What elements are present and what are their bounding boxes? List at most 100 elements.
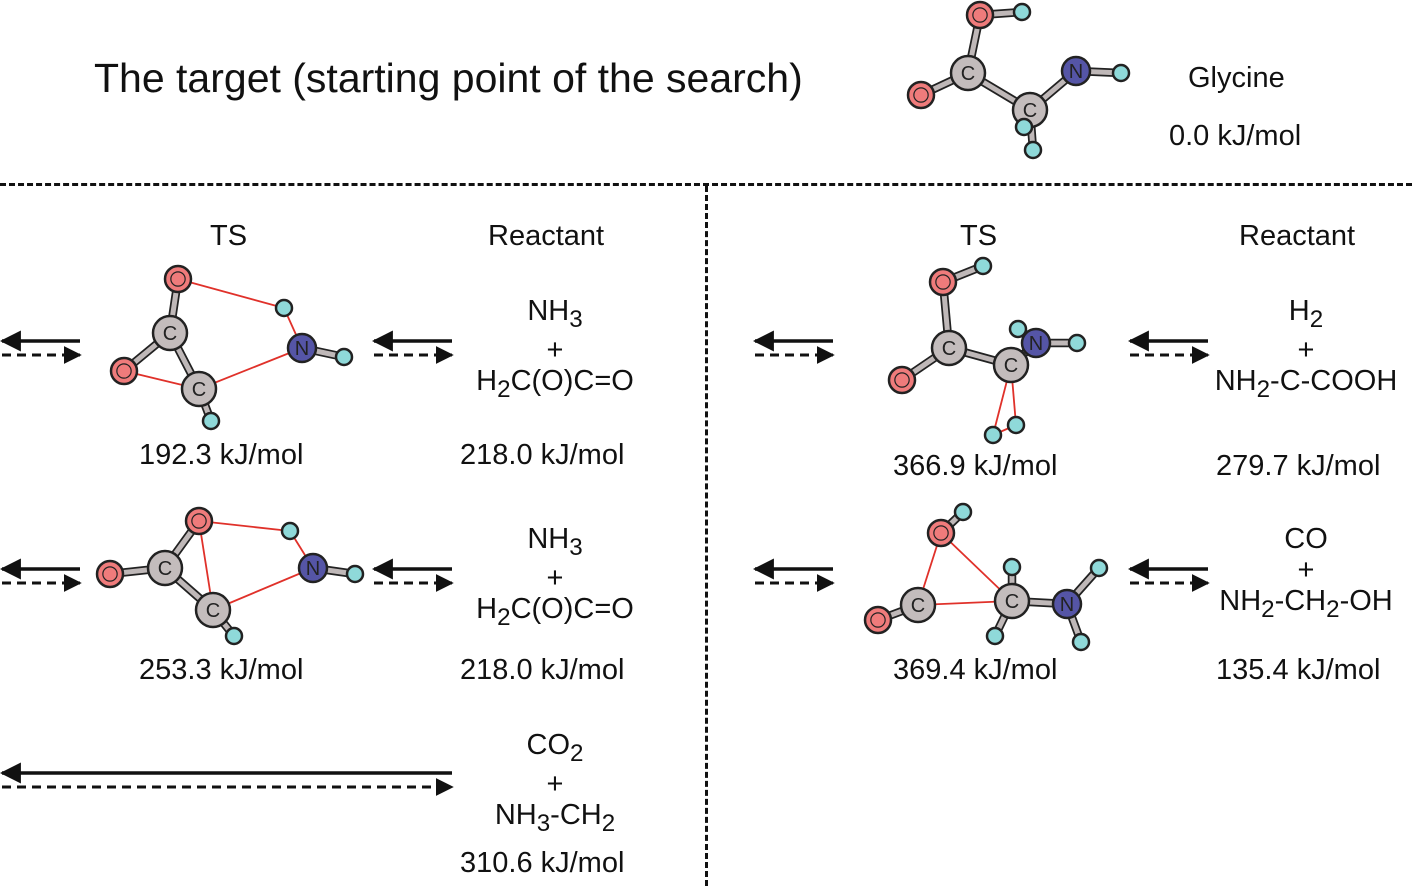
right-row1-reactant-energy: 279.7 kJ/mol: [1216, 450, 1381, 482]
ts-molecule-l2: C C N: [95, 506, 365, 646]
atom-o: [906, 80, 936, 110]
ts-molecule-r1: CCN: [887, 256, 1087, 445]
atom-c: C: [146, 549, 184, 587]
arrow-pair-r1-ts: [752, 330, 835, 364]
vertical-divider: [705, 186, 708, 886]
right-row2-reactant-energy: 135.4 kJ/mol: [1216, 654, 1381, 686]
atom-h: [224, 626, 244, 646]
atom-h: [1006, 415, 1026, 435]
atom-label: C: [158, 558, 172, 580]
atom-c: C: [930, 329, 968, 367]
left-row3-reactant-formula: CO2 + NH3-CH2: [494, 729, 616, 837]
atom-label: C: [192, 379, 206, 401]
arrow-pair-l2-ts: [0, 558, 82, 592]
atom-o: [184, 506, 214, 536]
atom-c: C: [993, 582, 1031, 620]
atom-label: C: [1023, 100, 1037, 122]
atom-c: C: [899, 586, 937, 624]
atom-h: [345, 564, 365, 584]
arrow-pair-r1-reactant: [1127, 330, 1210, 364]
atom-h: [334, 347, 354, 367]
atom-n: N: [1060, 55, 1092, 87]
atom-h: [1012, 2, 1032, 22]
atom-h: [1071, 632, 1091, 652]
atom-label: N: [306, 558, 320, 580]
atom-n: N: [286, 332, 318, 364]
atom-o: [95, 559, 125, 589]
left-row1-ts-energy: 192.3 kJ/mol: [139, 439, 304, 471]
atom-label: C: [942, 338, 956, 360]
left-row1-reactant-energy: 218.0 kJ/mol: [460, 439, 625, 471]
atom-h: [280, 521, 300, 541]
glycine-molecule: C C N: [906, 0, 1131, 160]
atom-c: C: [194, 591, 232, 629]
atom-o: [887, 365, 917, 395]
page-title: The target (starting point of the search…: [94, 55, 803, 101]
atom-label: C: [206, 600, 220, 622]
atom-h: [1008, 319, 1028, 339]
atom-o: [109, 356, 139, 386]
atom-o: [163, 264, 193, 294]
left-row3-reactant-energy: 310.6 kJ/mol: [460, 847, 625, 879]
arrow-pair-l2-reactant: [371, 558, 454, 592]
left-row1-reactant-formula: NH3 + H2C(O)C=O: [476, 295, 634, 403]
arrow-pair-r2-ts: [752, 558, 835, 592]
atom-label: N: [1069, 61, 1083, 83]
atom-c: C: [992, 346, 1030, 384]
arrow-pair-r2-reactant: [1127, 558, 1210, 592]
forming-bond: [198, 520, 291, 532]
atom-h: [985, 626, 1005, 646]
right-reactant-header: Reactant: [1239, 220, 1356, 252]
ts-molecule-l1: C C N: [109, 264, 354, 431]
atom-o: [926, 518, 956, 548]
atom-h: [1023, 140, 1043, 160]
atom-h: [1111, 63, 1131, 83]
atom-h: [983, 425, 1003, 445]
atom-n: N: [297, 552, 329, 584]
atom-c: C: [151, 314, 189, 352]
atom-label: C: [961, 63, 975, 85]
atom-label: C: [1005, 591, 1019, 613]
atom-n: N: [1020, 327, 1052, 359]
atom-label: N: [1029, 333, 1043, 355]
atom-h: [201, 411, 221, 431]
horizontal-divider: [0, 183, 1412, 186]
right-row2-reactant-formula: CO + NH2-CH2-OH: [1219, 523, 1393, 623]
left-row2-ts-energy: 253.3 kJ/mol: [139, 654, 304, 686]
atom-label: N: [1060, 594, 1074, 616]
target-name: Glycine: [1188, 62, 1285, 94]
left-reactant-header: Reactant: [488, 220, 605, 252]
right-row1-ts-energy: 366.9 kJ/mol: [893, 450, 1058, 482]
left-row2-reactant-formula: NH3 + H2C(O)C=O: [476, 523, 634, 631]
atom-label: C: [163, 323, 177, 345]
right-row2-ts-energy: 369.4 kJ/mol: [893, 654, 1058, 686]
atom-o: [863, 605, 893, 635]
atom-h: [953, 502, 973, 522]
atom-h: [973, 256, 993, 276]
left-ts-header: TS: [210, 220, 248, 252]
atom-h: [1067, 333, 1087, 353]
arrow-pair-l3: [0, 762, 454, 796]
atom-c: C: [180, 370, 218, 408]
forming-bond: [198, 347, 303, 390]
forming-bond: [177, 278, 285, 309]
atom-h: [1002, 557, 1022, 577]
atom-label: C: [911, 595, 925, 617]
atom-o: [928, 267, 958, 297]
atom-h: [1089, 558, 1109, 578]
right-ts-header: TS: [960, 220, 998, 252]
atom-n: N: [1051, 588, 1083, 620]
atom-h: [1014, 117, 1034, 137]
arrow-pair-l1-ts: [0, 330, 82, 364]
atom-label: N: [295, 338, 309, 360]
right-row1-reactant-formula: H2 + NH2-C-COOH: [1214, 295, 1398, 403]
target-energy: 0.0 kJ/mol: [1169, 120, 1302, 152]
atom-label: C: [1004, 355, 1018, 377]
arrow-pair-l1-reactant: [371, 330, 454, 364]
atom-o: [965, 0, 995, 30]
atom-h: [274, 298, 294, 318]
atom-c: C: [949, 54, 987, 92]
left-row2-reactant-energy: 218.0 kJ/mol: [460, 654, 625, 686]
